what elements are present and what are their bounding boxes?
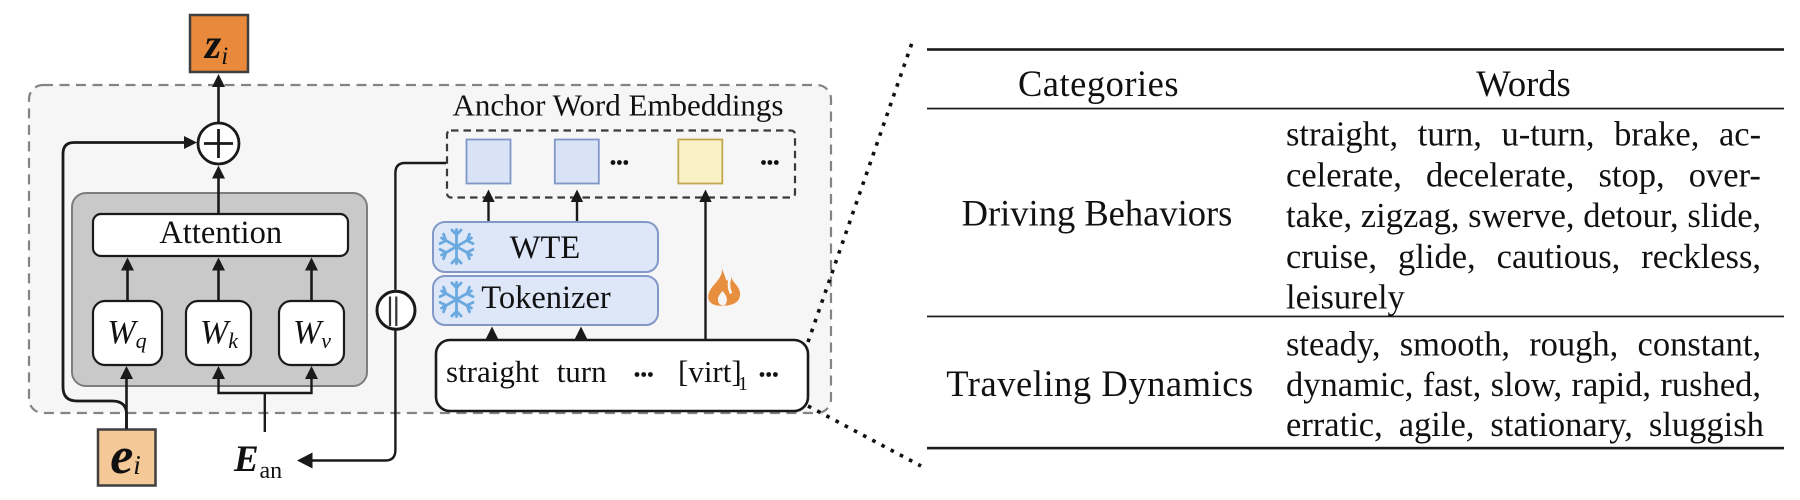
svg-text:WTE: WTE (510, 230, 580, 266)
svg-text:dynamic, fast, slow, rapid, ru: dynamic, fast, slow, rapid, rushed, (1286, 366, 1761, 404)
svg-text:Tokenizer: Tokenizer (481, 280, 611, 316)
svg-text:Wv: Wv (293, 314, 331, 353)
svg-text:straight, turn, u-turn, brake,: straight, turn, u-turn, brake, ac- (1286, 116, 1761, 154)
svg-text:1: 1 (738, 373, 748, 395)
svg-text:Driving Behaviors: Driving Behaviors (962, 193, 1233, 234)
svg-text:Categories: Categories (1018, 63, 1179, 104)
svg-text:Traveling Dynamics: Traveling Dynamics (946, 363, 1254, 404)
svg-text:erratic, agile, stationary, sl: erratic, agile, stationary, sluggish (1286, 406, 1764, 444)
svg-text:steady, smooth, rough, constan: steady, smooth, rough, constant, (1286, 326, 1761, 364)
svg-text:turn: turn (557, 354, 607, 389)
svg-text:Words: Words (1476, 63, 1570, 104)
svg-text:E: E (233, 439, 259, 480)
svg-text:[virt]: [virt] (678, 354, 742, 389)
svg-text:leisurely: leisurely (1286, 279, 1406, 317)
svg-text:take, zigzag, swerve, detour,: take, zigzag, swerve, detour, slide, (1286, 197, 1761, 235)
svg-text:celerate, decelerate, stop, ov: celerate, decelerate, stop, over- (1286, 156, 1761, 194)
svg-text:an: an (260, 458, 283, 484)
svg-text:cruise, glide, cautious, reckl: cruise, glide, cautious, reckless, (1286, 238, 1761, 276)
svg-text:Attention: Attention (159, 215, 282, 251)
svg-text:straight: straight (446, 354, 539, 389)
svg-text:Anchor Word Embeddings: Anchor Word Embeddings (453, 88, 784, 123)
